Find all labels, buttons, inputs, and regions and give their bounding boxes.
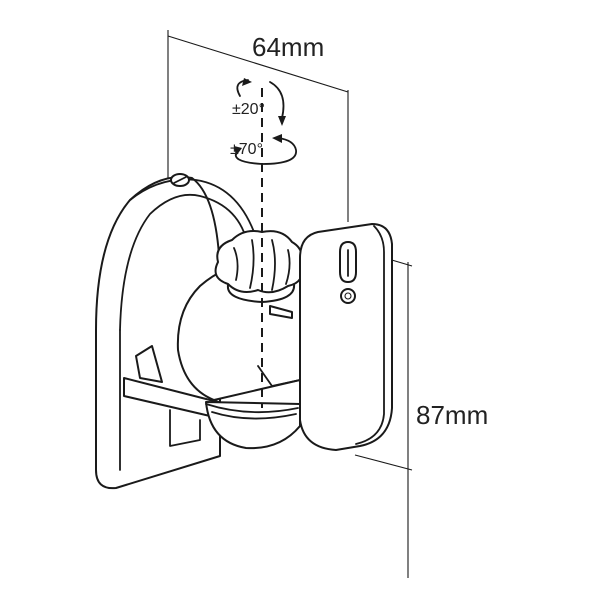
- mount-hole-icon: [340, 288, 356, 304]
- width-dimension-line: [167, 35, 349, 93]
- tilt-arrow-icon: [236, 78, 286, 126]
- adjustment-knob: [214, 230, 303, 319]
- height-dimension-label: 87mm: [416, 400, 488, 430]
- speaker-plate: [299, 223, 393, 451]
- height-extension-bottom: [354, 454, 413, 471]
- tilt-angle-label: ±20°: [232, 101, 265, 118]
- swivel-angle-label: ±70°: [230, 141, 263, 158]
- swivel-arrow-icon: [234, 134, 297, 165]
- dimension-lines: [167, 30, 413, 578]
- width-dimension-label: 64mm: [252, 32, 324, 62]
